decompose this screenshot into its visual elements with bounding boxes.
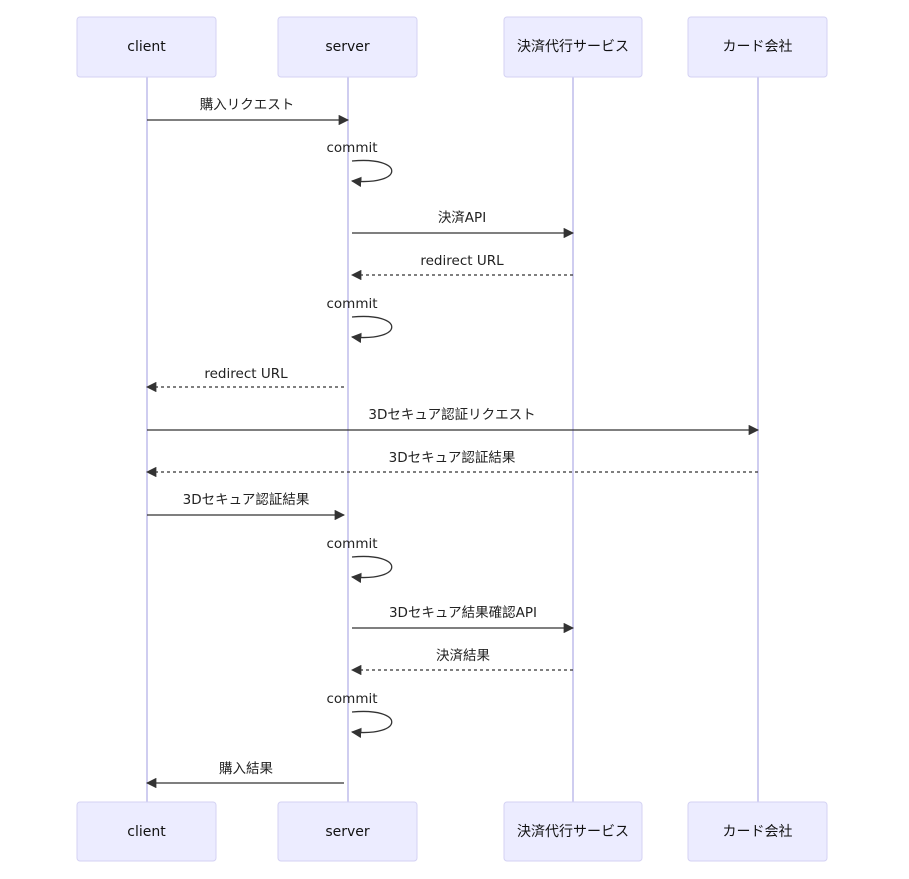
actor-top-server-label: server bbox=[325, 39, 370, 55]
actor-top-payment-label: 決済代行サービス bbox=[517, 39, 629, 55]
message-commit-2: commit bbox=[326, 296, 393, 344]
actor-bottom-payment: 決済代行サービス bbox=[503, 801, 643, 862]
actor-top-card-label: カード会社 bbox=[723, 39, 793, 55]
actor-top-server: server bbox=[277, 16, 418, 78]
actor-bottom-client-label: client bbox=[127, 824, 166, 840]
message-commit-3-label: commit bbox=[326, 536, 377, 552]
actor-top-client: client bbox=[76, 16, 217, 78]
message-redirect-url-2: redirect URL bbox=[145, 366, 344, 393]
message-3ds-result-check-api: 3Dセキュア結果確認API bbox=[352, 605, 575, 634]
message-commit-2-label: commit bbox=[326, 296, 377, 312]
message-commit-1-label: commit bbox=[326, 140, 377, 156]
actor-bottom-payment-label: 決済代行サービス bbox=[517, 824, 629, 840]
message-payment-result-label: 決済結果 bbox=[436, 648, 490, 664]
message-redirect-url-1-label: redirect URL bbox=[420, 253, 504, 269]
actor-bottom-server-label: server bbox=[325, 824, 370, 840]
actor-bottom-card-label: カード会社 bbox=[723, 824, 793, 840]
message-3ds-auth-result-1-label: 3Dセキュア認証結果 bbox=[389, 450, 516, 466]
message-3ds-result-check-api-label: 3Dセキュア結果確認API bbox=[389, 605, 537, 621]
message-commit-4: commit bbox=[326, 691, 393, 739]
actor-bottom-card: カード会社 bbox=[687, 801, 828, 862]
message-3ds-auth-result-2: 3Dセキュア認証結果 bbox=[147, 492, 346, 521]
actor-bottom-client: client bbox=[76, 801, 217, 862]
actor-top-card: カード会社 bbox=[687, 16, 828, 78]
message-payment-api-label: 決済API bbox=[438, 210, 486, 226]
actor-top-payment: 決済代行サービス bbox=[503, 16, 643, 78]
message-commit-3: commit bbox=[326, 536, 393, 584]
message-purchase-request-label: 購入リクエスト bbox=[200, 97, 295, 113]
message-redirect-url-1: redirect URL bbox=[350, 253, 573, 281]
message-purchase-result-label: 購入結果 bbox=[219, 761, 273, 777]
message-3ds-auth-result-2-label: 3Dセキュア認証結果 bbox=[183, 492, 310, 508]
message-3ds-auth-request-label: 3Dセキュア認証リクエスト bbox=[368, 407, 535, 423]
message-redirect-url-2-label: redirect URL bbox=[204, 366, 288, 382]
message-purchase-request: 購入リクエスト bbox=[147, 97, 350, 126]
actor-bottom-server: server bbox=[277, 801, 418, 862]
actor-top-client-label: client bbox=[127, 39, 166, 55]
message-3ds-auth-request: 3Dセキュア認証リクエスト bbox=[147, 407, 760, 436]
message-3ds-auth-result-1: 3Dセキュア認証結果 bbox=[145, 450, 758, 478]
message-commit-4-label: commit bbox=[326, 691, 377, 707]
message-purchase-result: 購入結果 bbox=[145, 761, 344, 789]
message-payment-api: 決済API bbox=[352, 210, 575, 239]
message-payment-result: 決済結果 bbox=[350, 648, 573, 676]
message-commit-1: commit bbox=[326, 140, 393, 188]
